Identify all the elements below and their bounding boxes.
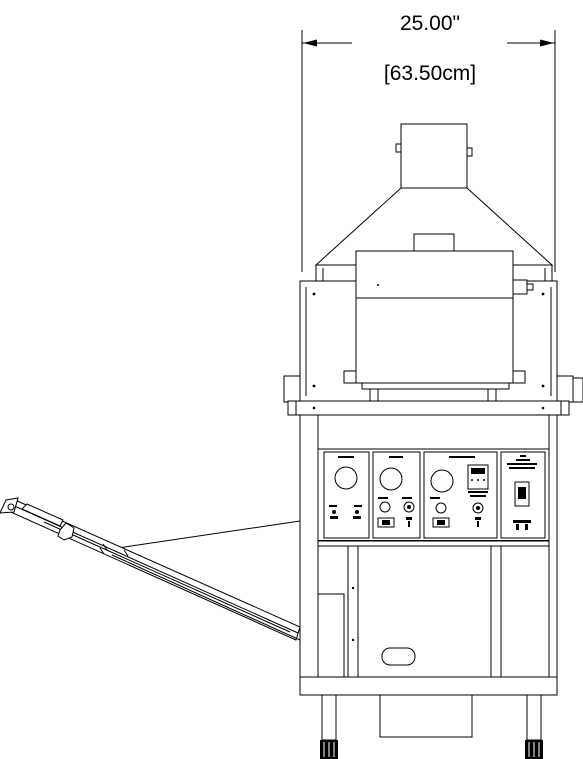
control-panel [317, 448, 550, 547]
left-side-handle [283, 375, 301, 403]
stack-clip-right [466, 147, 473, 157]
side-box [317, 593, 345, 678]
support-post-right [490, 545, 502, 678]
indicator-light-icon [355, 510, 359, 514]
furnace-latch [512, 279, 528, 295]
right-side-handle [556, 375, 574, 403]
furnace-top-vent [413, 233, 455, 253]
furnace-body [355, 250, 514, 384]
indicator-light-icon [332, 510, 336, 514]
switch-panel [500, 451, 546, 539]
support-post-left [347, 545, 359, 678]
power-panel [323, 451, 370, 539]
table-top-rail [295, 400, 562, 416]
screw-icon [312, 384, 316, 388]
center-base-box [379, 694, 473, 738]
dimension-imperial-label: 25.00" [400, 12, 460, 35]
bracket-pin-left [343, 370, 357, 384]
exhaust-stack [400, 123, 468, 189]
screw-icon [312, 292, 316, 296]
width-dimension: 25.00" [63.50cm] [301, 12, 556, 272]
dimension-metric-label: [63.50cm] [384, 62, 476, 85]
stack-clip-left [395, 143, 402, 153]
temperature-knob[interactable] [430, 469, 454, 493]
power-knob[interactable] [334, 466, 358, 490]
conveyor-slot [21, 503, 64, 527]
exhaust-hood [314, 123, 554, 281]
screw-icon [541, 406, 545, 410]
table-top [287, 400, 570, 416]
heat-knob[interactable] [379, 467, 403, 491]
leg-right [526, 694, 542, 741]
base-rail [299, 676, 558, 696]
temperature-panel [423, 451, 498, 539]
pilot-lamp-icon [435, 502, 447, 514]
right-arrowhead-icon [540, 39, 554, 47]
conveyor-arm [0, 497, 301, 641]
leg-left [321, 694, 337, 741]
drawer-handle-slot [381, 647, 416, 666]
furnace-box [343, 233, 534, 402]
pilot-lamp-icon [379, 501, 391, 513]
conveyor-end-hole [7, 503, 15, 511]
screw-icon [541, 384, 545, 388]
cable [117, 520, 301, 549]
bracket-pin-right [512, 370, 526, 384]
screw-icon [541, 292, 545, 296]
screw-icon [312, 406, 316, 410]
left-arrowhead-icon [303, 39, 317, 47]
hex-nut-icon [57, 522, 75, 541]
heat-panel [372, 451, 421, 539]
